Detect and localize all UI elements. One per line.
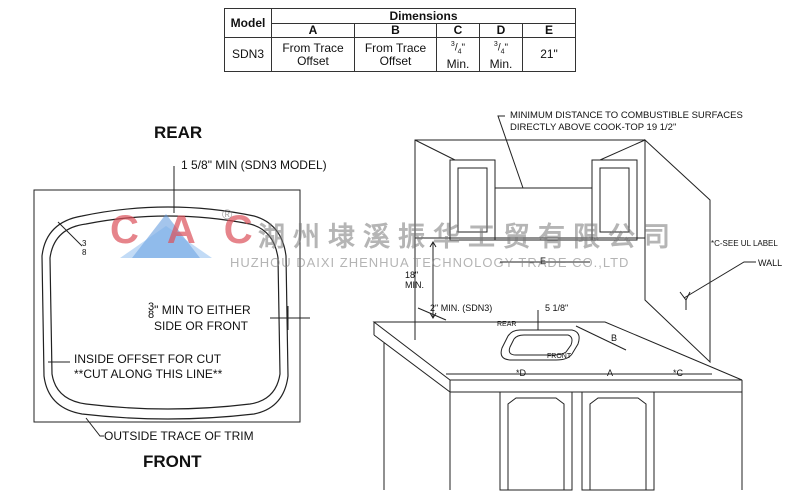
- logo-letters: CAC: [110, 208, 281, 252]
- watermark-company-cn: 湖州埭溪振华工贸有限公司: [258, 222, 678, 253]
- header-model: Model: [224, 8, 272, 38]
- dim-b-label: B: [611, 333, 618, 343]
- outside-trace-line: [41, 206, 289, 420]
- countertop: [372, 321, 743, 381]
- cell-d: 3/4"Min.: [479, 36, 523, 73]
- outside-trace-text: OUTSIDE TRACE OF TRIM: [104, 429, 254, 443]
- countertop-outline: [33, 189, 301, 423]
- wall-label: WALL: [758, 258, 783, 268]
- combustible-text: MINIMUM DISTANCE TO COMBUSTIBLE SURFACES…: [510, 110, 743, 133]
- base-door-right: [581, 391, 655, 491]
- c-see-ul-text: *C-SEE UL LABEL: [711, 239, 778, 248]
- dim-c-label: *C: [673, 368, 684, 378]
- dim-b-line: [575, 325, 627, 351]
- inside-offset-line: [49, 215, 281, 410]
- min18-text: 18"MIN.: [405, 270, 424, 290]
- plan-rear-label: REAR: [154, 123, 203, 142]
- registered-mark: ®: [222, 206, 233, 222]
- logo-tent-icon: [120, 214, 212, 258]
- dim-d-label: *D: [516, 368, 527, 378]
- combustible-leader: [497, 115, 524, 189]
- cell-e: 21": [522, 36, 576, 73]
- base-door-left: [499, 391, 573, 491]
- wall-leader: [683, 261, 756, 299]
- hood-gap: [494, 187, 593, 241]
- rear-min-text: 1 5/8" MIN (SDN3 MODEL): [181, 158, 327, 172]
- dim-518-text: 5 1/8": [545, 303, 569, 313]
- plan-front-label: FRONT: [143, 452, 202, 471]
- cooktop-cutout: [500, 329, 580, 361]
- dimensions-table: Model Dimensions A B C D E SDN3 From Tra…: [224, 8, 576, 73]
- outside-trace-leader: [85, 417, 104, 437]
- fraction: 3/4": [493, 41, 509, 56]
- cutout-rear-label: REAR: [497, 321, 517, 328]
- corner-leader: [57, 221, 83, 247]
- min2-leader: [417, 307, 447, 321]
- cell-c: 3/4"Min.: [436, 36, 480, 73]
- fraction: 3/4": [450, 41, 466, 56]
- watermark-company-en: HUZHOU DAIXI ZHENHUA TECHNOLOGY TRADE CO…: [230, 255, 630, 270]
- inside-offset-text: INSIDE OFFSET FOR CUT**CUT ALONG THIS LI…: [74, 352, 223, 381]
- min2-sdn3-text: 2" MIN. (SDN3): [430, 303, 493, 313]
- dim-a-label: A: [607, 368, 614, 378]
- dim-e-label: E: [540, 256, 547, 266]
- cell-model: SDN3: [224, 36, 272, 73]
- watermark-logo: CAC: [110, 206, 253, 271]
- cutout-front-label: FRONT: [547, 353, 572, 360]
